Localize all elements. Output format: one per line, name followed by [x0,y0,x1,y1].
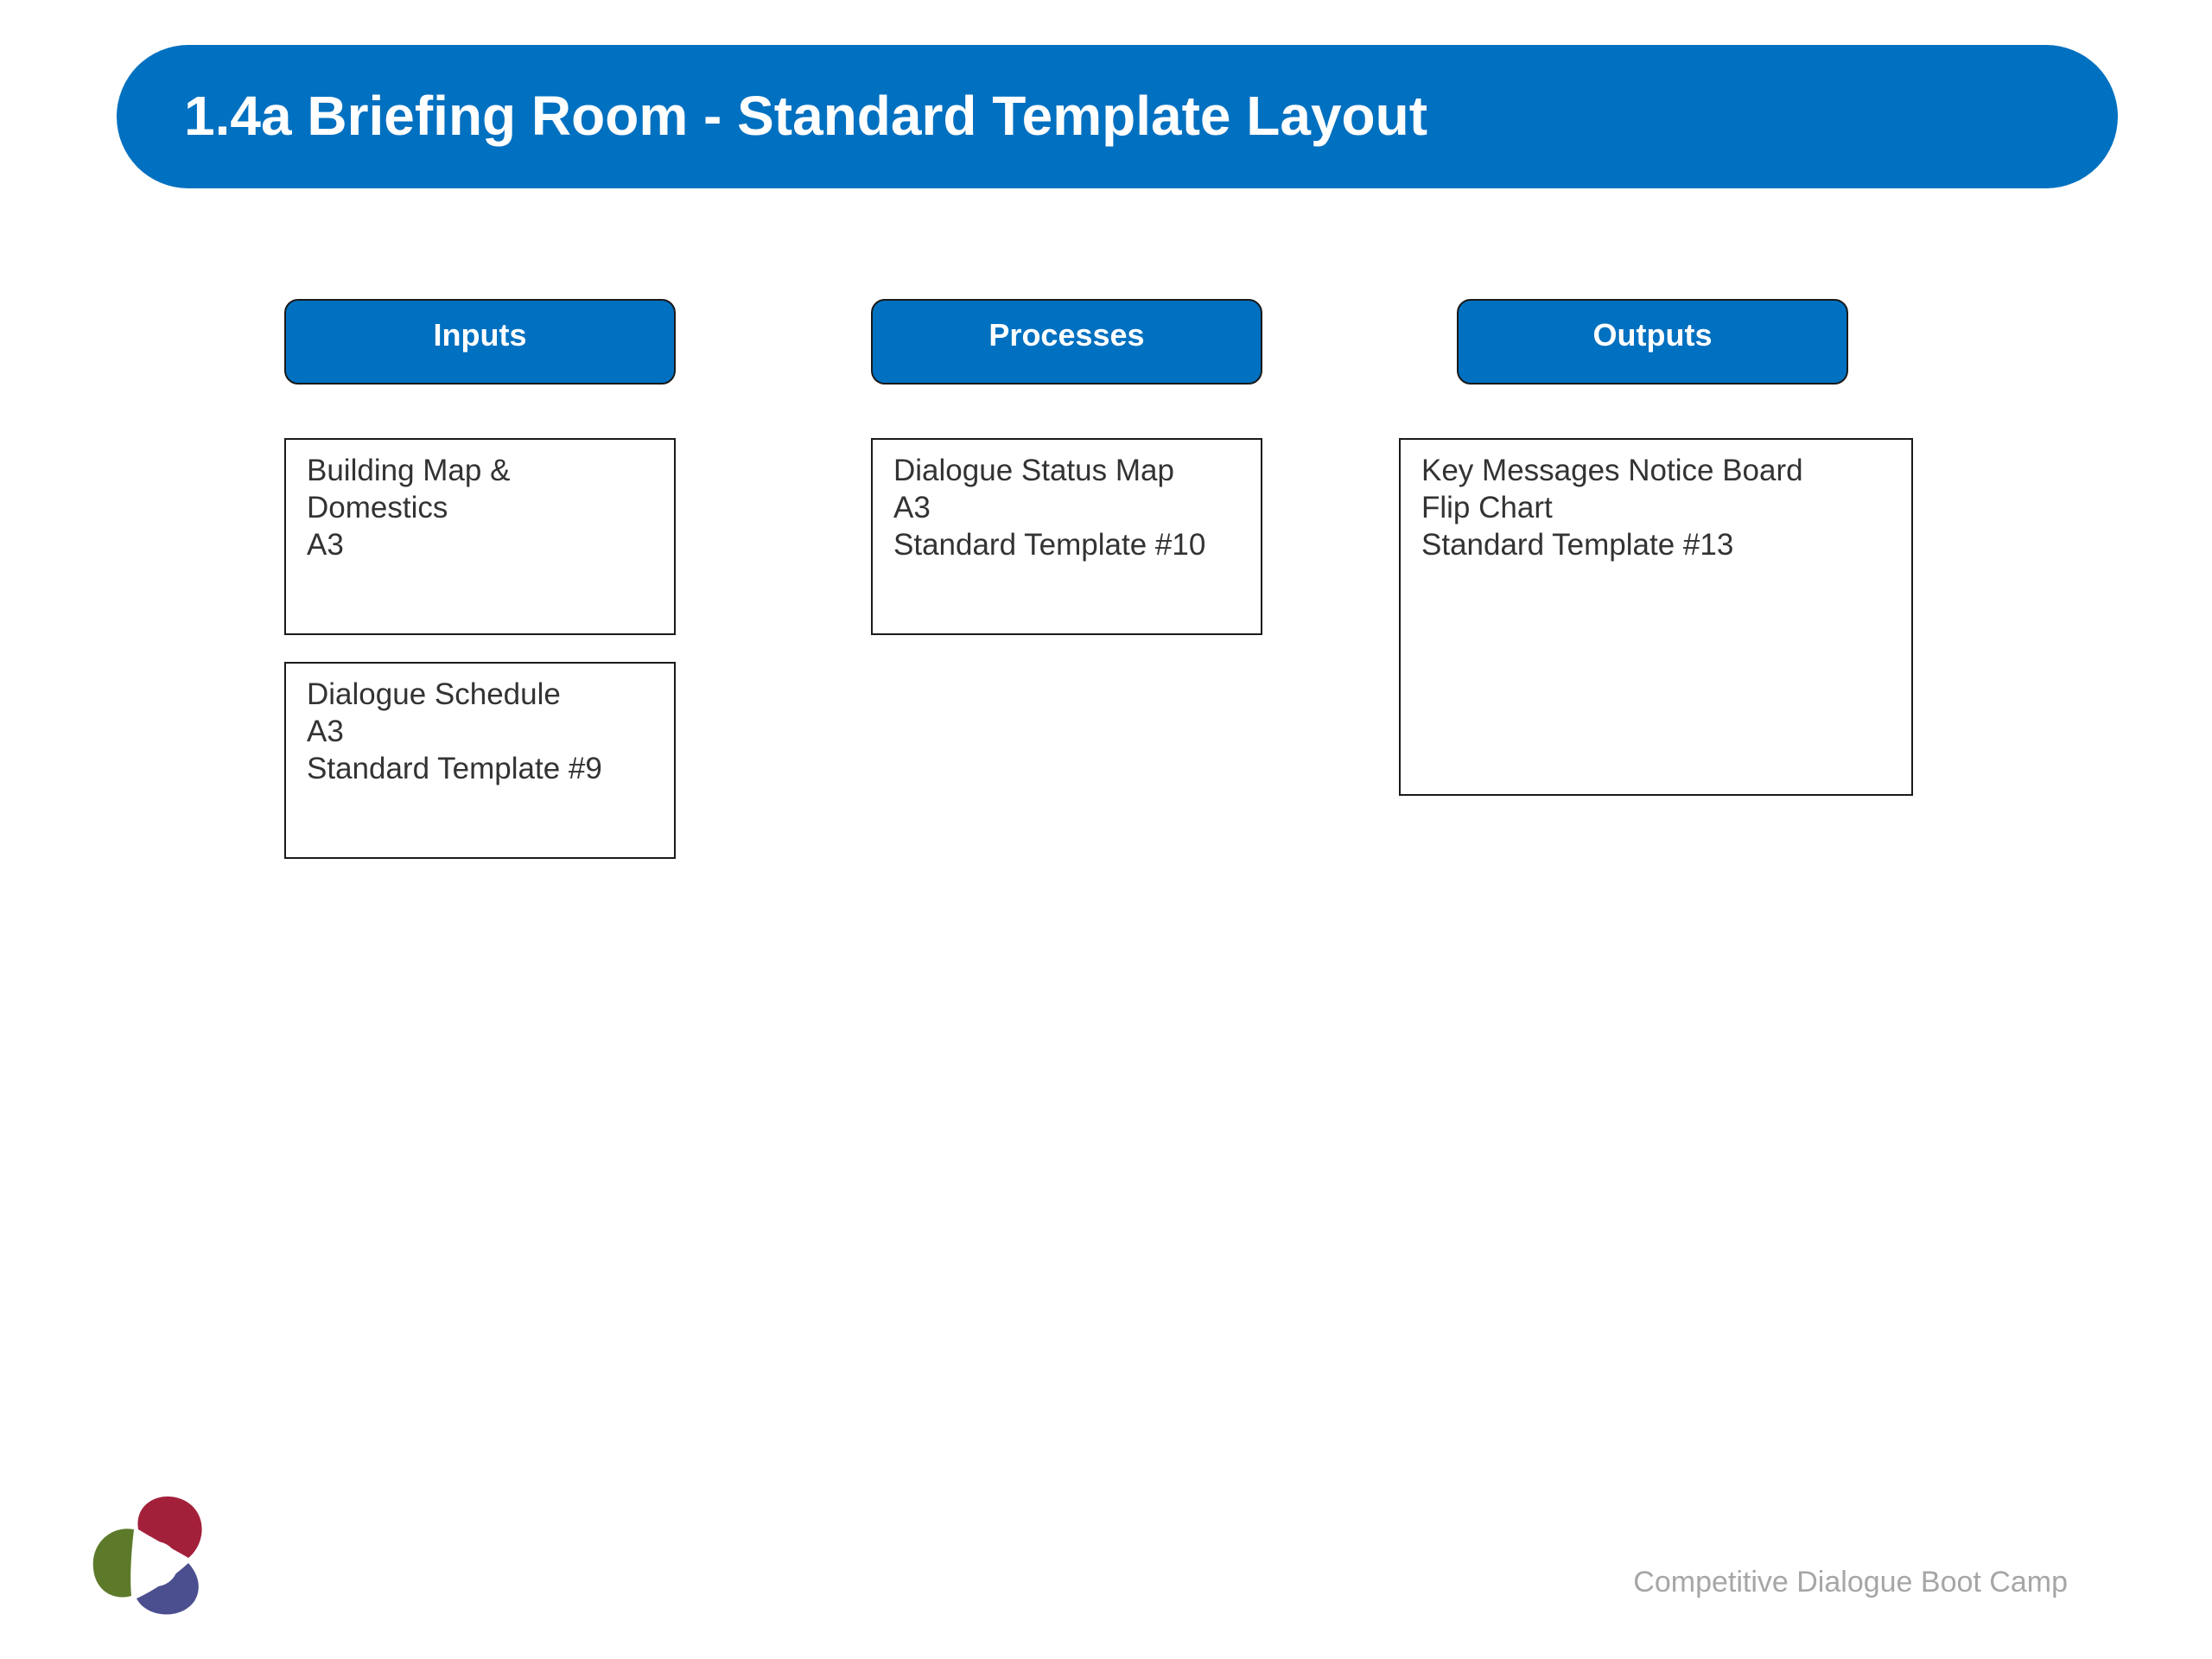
processes-item-dialogue-status-map: Dialogue Status Map A3 Standard Template… [871,438,1262,635]
item-line: A3 [893,491,931,524]
inputs-item-building-map: Building Map & Domestics A3 [284,438,676,635]
item-line: A3 [307,715,344,748]
item-line: Standard Template #9 [307,752,602,785]
item-line: Building Map & [307,454,511,487]
title-banner: 1.4a Briefing Room - Standard Template L… [117,45,2118,188]
inputs-item-dialogue-schedule: Dialogue Schedule A3 Standard Template #… [284,662,676,859]
item-line: A3 [307,528,344,562]
logo-top-petal [137,1496,202,1558]
item-line: Domestics [307,491,448,524]
logo-bottom-petal [137,1563,199,1615]
item-line: Standard Template #10 [893,528,1206,562]
inputs-header: Inputs [284,299,676,385]
processes-header: Processes [871,299,1262,385]
outputs-header: Outputs [1457,299,1848,385]
outputs-item-key-messages: Key Messages Notice Board Flip Chart Sta… [1399,438,1913,796]
item-line: Dialogue Schedule [307,677,561,711]
item-line: Flip Chart [1421,491,1553,524]
footer-text: Competitive Dialogue Boot Camp [1633,1566,2068,1599]
three-petal-logo-icon [92,1496,202,1615]
page-title: 1.4a Briefing Room - Standard Template L… [184,85,1428,147]
logo-center [133,1541,178,1586]
item-line: Key Messages Notice Board [1421,454,1803,487]
item-line: Standard Template #13 [1421,528,1734,562]
logo-left-petal [92,1529,134,1598]
item-line: Dialogue Status Map [893,454,1174,487]
